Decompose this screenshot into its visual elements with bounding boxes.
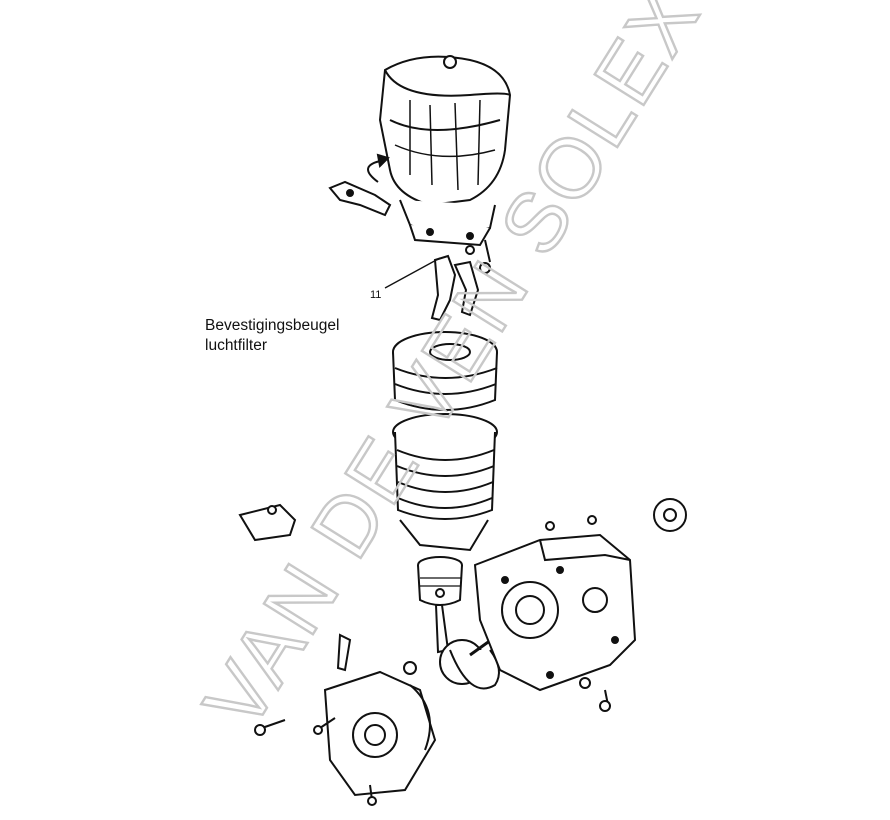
air-filter-housing: [378, 55, 512, 247]
mounting-clip: [328, 153, 392, 217]
part-caption: Bevestigingsbeugel luchtfilter: [205, 316, 339, 356]
callout-leader-line: [384, 257, 441, 289]
caption-line-2: luchtfilter: [205, 337, 268, 354]
crankcase: [473, 515, 637, 692]
piston: [417, 556, 463, 606]
cylinder: [392, 413, 498, 552]
side-cover: [323, 633, 437, 797]
caption-line-1: Bevestigingsbeugel: [205, 317, 340, 334]
air-filter-bracket: [430, 239, 491, 322]
callout-number: 11: [370, 289, 382, 301]
cylinder-head: [392, 331, 498, 411]
small-parts: [238, 498, 687, 806]
